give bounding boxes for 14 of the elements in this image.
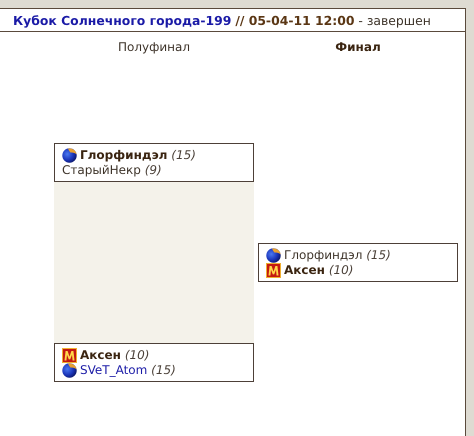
player-result: SVeT_Atom (15) (80, 363, 176, 378)
match-box (54, 143, 254, 182)
player-result: Глорфиндэл (15) (80, 148, 196, 163)
round-heading: Полуфинал (116, 39, 192, 55)
round-heading: Финал (334, 39, 382, 55)
player-result: СтарыйНекр (9) (62, 163, 162, 178)
bracket-band (54, 182, 254, 343)
match-box (54, 343, 254, 382)
player-result: Аксен (10) (80, 348, 150, 363)
match-box (258, 243, 458, 282)
player-result: Глорфиндэл (15) (284, 248, 391, 263)
page-title: Кубок Солнечного города-199 // 05-04-11 12:00 - завершен (13, 13, 431, 29)
tournament-link: Кубок Солнечного города-199 (13, 13, 232, 28)
player-result: Аксен (10) (284, 263, 354, 278)
